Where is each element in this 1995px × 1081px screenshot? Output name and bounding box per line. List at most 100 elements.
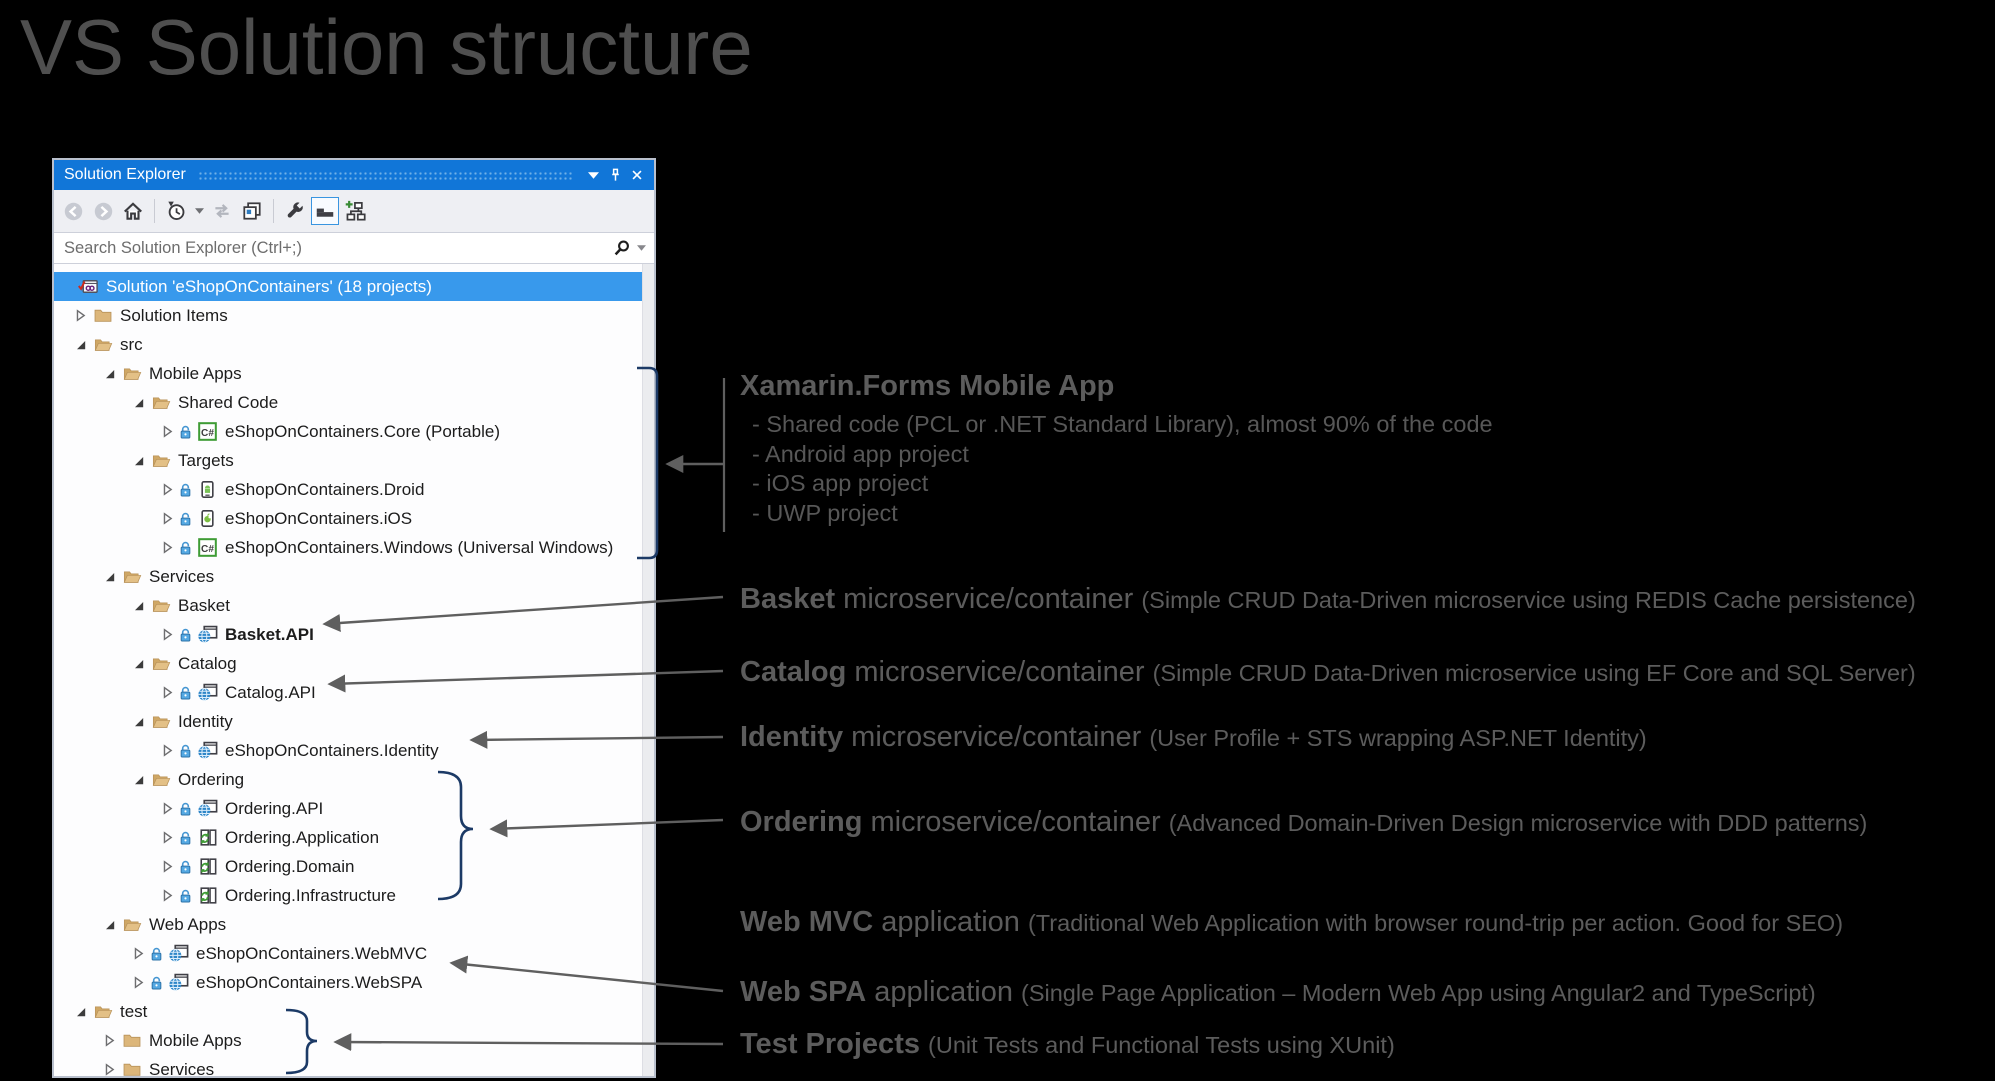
tree-row[interactable]: C#eShopOnContainers.Windows (Universal W… <box>54 533 642 562</box>
tree-row[interactable]: eShopOnContainers.Identity <box>54 736 642 765</box>
expander-closed-icon[interactable] <box>161 541 174 554</box>
expander-closed-icon[interactable] <box>161 483 174 496</box>
folder-open-icon <box>150 654 171 673</box>
expander-closed-icon[interactable] <box>161 425 174 438</box>
tree-row[interactable]: eShopOnContainers.iOS <box>54 504 642 533</box>
tree-item-label: Ordering.Infrastructure <box>225 885 397 905</box>
window-position-caret-icon[interactable] <box>582 165 604 185</box>
folder-closed-icon <box>92 306 113 325</box>
tree-row[interactable]: Identity <box>54 707 642 736</box>
tree-item-label: Ordering.Domain <box>225 856 355 876</box>
tree-item-label: Mobile Apps <box>149 363 242 383</box>
tree-item-label: eShopOnContainers.Identity <box>225 740 439 760</box>
close-icon[interactable] <box>626 165 648 185</box>
tree-row[interactable]: Services <box>54 1055 642 1076</box>
lock-icon <box>179 511 192 526</box>
sync-selection-icon[interactable] <box>208 197 236 225</box>
titlebar-grip <box>197 171 572 182</box>
tree-row[interactable]: Mobile Apps <box>54 1026 642 1055</box>
annotation-detail: (Advanced Domain-Driven Design microserv… <box>1168 810 1868 836</box>
lock-icon <box>150 975 163 990</box>
folder-closed-icon <box>121 1060 142 1076</box>
expander-closed-icon[interactable] <box>103 1063 116 1076</box>
tree-row[interactable]: Ordering.Application <box>54 823 642 852</box>
tree-row[interactable]: Web Apps <box>54 910 642 939</box>
expander-open-icon[interactable] <box>132 599 145 612</box>
expander-closed-icon[interactable] <box>132 976 145 989</box>
customize-wrench-icon[interactable] <box>281 197 309 225</box>
expander-closed-icon[interactable] <box>161 860 174 873</box>
search-options-caret-icon[interactable] <box>637 245 646 251</box>
annotation-identity: Identity microservice/container (User Pr… <box>740 721 1647 754</box>
tree-row[interactable]: Ordering <box>54 765 642 794</box>
expander-closed-icon[interactable] <box>161 686 174 699</box>
web-icon <box>168 944 189 963</box>
tree-row[interactable]: C#eShopOnContainers.Core (Portable) <box>54 417 642 446</box>
filter-caret-icon[interactable] <box>192 197 206 225</box>
titlebar[interactable]: Solution Explorer <box>54 160 654 190</box>
tree-row[interactable]: Ordering.API <box>54 794 642 823</box>
tree-row[interactable]: Ordering.Infrastructure <box>54 881 642 910</box>
folder-open-icon <box>121 567 142 586</box>
expander-open-icon[interactable] <box>132 454 145 467</box>
annotation-web-mvc: Web MVC application (Traditional Web App… <box>740 906 1843 939</box>
tree-row[interactable]: Shared Code <box>54 388 642 417</box>
expander-open-icon[interactable] <box>132 396 145 409</box>
annotation-term: Ordering <box>740 806 863 838</box>
tree-row[interactable]: Solution 'eShopOnContainers' (18 project… <box>54 272 642 301</box>
expander-closed-icon[interactable] <box>161 744 174 757</box>
tree-item-label: Services <box>149 566 215 586</box>
expander-closed-icon[interactable] <box>74 309 87 322</box>
folder-open-icon <box>92 1002 113 1021</box>
expander-open-icon[interactable] <box>103 570 116 583</box>
expander-open-icon[interactable] <box>74 338 87 351</box>
expander-closed-icon[interactable] <box>161 831 174 844</box>
lock-icon <box>179 888 192 903</box>
expander-open-icon[interactable] <box>74 1005 87 1018</box>
expander-open-icon[interactable] <box>132 715 145 728</box>
tree-row[interactable]: eShopOnContainers.WebSPA <box>54 968 642 997</box>
lock-icon <box>179 424 192 439</box>
tree-item-label: Solution 'eShopOnContainers' (18 project… <box>106 276 432 296</box>
folder-open-icon <box>92 335 113 354</box>
annotation-kind: microservice/container <box>843 721 1150 753</box>
expander-closed-icon[interactable] <box>132 947 145 960</box>
tree-row[interactable]: Catalog.API <box>54 678 642 707</box>
expander-closed-icon[interactable] <box>161 628 174 641</box>
expander-open-icon[interactable] <box>103 918 116 931</box>
tree-row[interactable]: Basket.API <box>54 620 642 649</box>
expander-closed-icon[interactable] <box>161 512 174 525</box>
tree-row[interactable]: Ordering.Domain <box>54 852 642 881</box>
tree-row[interactable]: eShopOnContainers.WebMVC <box>54 939 642 968</box>
search-input[interactable]: Search Solution Explorer (Ctrl+;) <box>64 238 302 257</box>
collapse-all-icon[interactable] <box>238 197 266 225</box>
pending-changes-filter-icon[interactable] <box>162 197 190 225</box>
tree-row[interactable]: Basket <box>54 591 642 620</box>
tree-row[interactable]: Mobile Apps <box>54 359 642 388</box>
annotation-kind: microservice/container <box>846 656 1153 688</box>
tree-row[interactable]: Catalog <box>54 649 642 678</box>
expander-open-icon[interactable] <box>132 773 145 786</box>
web-icon <box>197 683 218 702</box>
nav-forward-icon[interactable] <box>89 197 117 225</box>
folder-open-icon <box>121 364 142 383</box>
nav-back-icon[interactable] <box>59 197 87 225</box>
tree-row[interactable]: Targets <box>54 446 642 475</box>
expander-closed-icon[interactable] <box>161 889 174 902</box>
tree-row[interactable]: src <box>54 330 642 359</box>
expander-closed-icon[interactable] <box>103 1034 116 1047</box>
tree-row[interactable]: test <box>54 997 642 1026</box>
search-icon[interactable] <box>613 239 631 257</box>
tree-row[interactable]: Services <box>54 562 642 591</box>
home-icon[interactable] <box>119 197 147 225</box>
pin-icon[interactable] <box>604 165 626 185</box>
annotation-web-spa: Web SPA application (Single Page Applica… <box>740 976 1816 1009</box>
add-dependency-diagram-icon[interactable] <box>341 197 369 225</box>
expander-open-icon[interactable] <box>103 367 116 380</box>
expander-closed-icon[interactable] <box>161 802 174 815</box>
show-all-files-icon[interactable] <box>311 197 339 225</box>
scrollbar-gutter[interactable] <box>642 264 654 1076</box>
tree-row[interactable]: eShopOnContainers.Droid <box>54 475 642 504</box>
expander-open-icon[interactable] <box>132 657 145 670</box>
tree-row[interactable]: Solution Items <box>54 301 642 330</box>
